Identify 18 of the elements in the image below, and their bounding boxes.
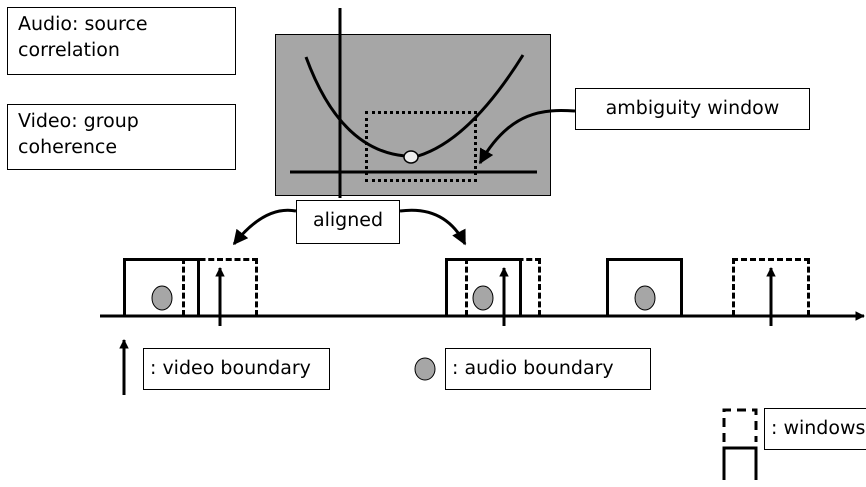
text-box: ambiguity window [575,88,810,130]
plot-panel [275,34,551,196]
legend-label: : video boundary [143,348,330,390]
text-box: Audio: source correlation [7,7,236,75]
arrow [478,108,576,164]
window-box [182,258,258,316]
text-box: aligned [296,200,400,244]
window-box [123,258,200,316]
window-box [445,258,522,316]
text-box: Video: group coherence [7,104,236,170]
window-box [732,258,810,316]
ambiguity-window-region [365,111,477,182]
legend-label: : audio boundary [445,348,651,390]
arrow [400,208,466,246]
window-box [465,258,541,316]
window-box [606,258,683,316]
legend-label: : windows [764,408,866,450]
arrow [232,208,296,246]
